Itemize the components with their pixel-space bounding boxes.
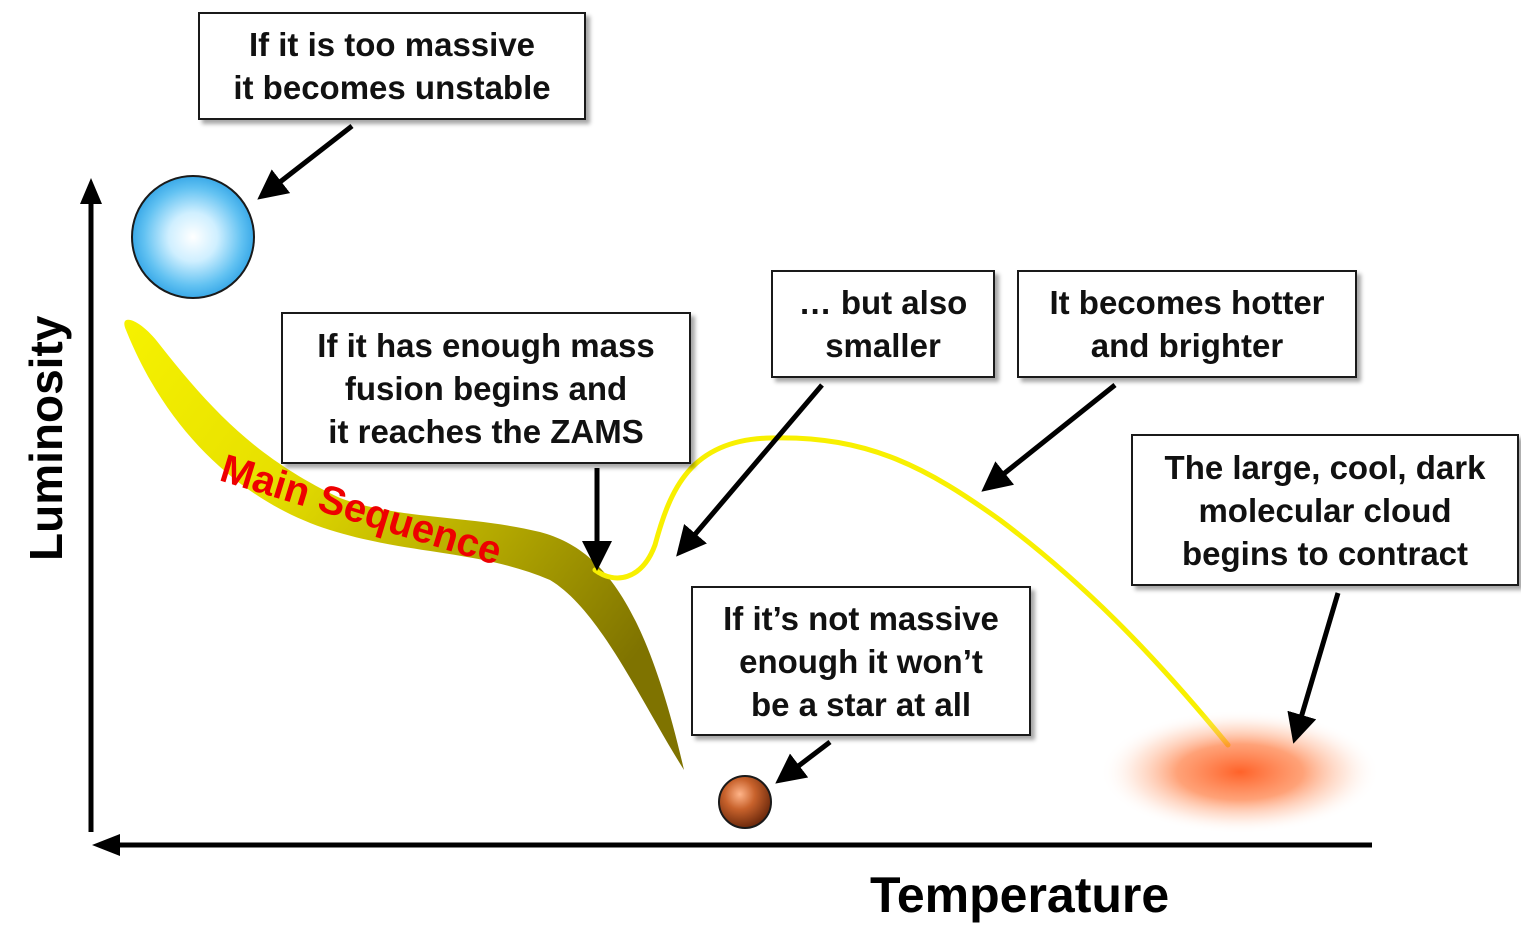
blue-star-icon: [131, 175, 255, 299]
molecular-cloud-icon: [1100, 710, 1380, 834]
callout-enough-mass: If it has enough mass fusion begins and …: [281, 312, 691, 464]
callout-too-massive: If it is too massive it becomes unstable: [198, 12, 586, 120]
main-sequence-label: Main Sequence: [215, 447, 506, 574]
arrow-too-massive: [257, 124, 354, 200]
main-sequence-band: [124, 319, 684, 770]
arrow-not-massive: [775, 740, 832, 784]
arrow-also-smaller: [676, 383, 824, 557]
arrow-hotter-brighter: [981, 383, 1117, 492]
brown-dwarf-icon: [718, 775, 772, 829]
x-axis-arrowhead-icon: [92, 834, 120, 856]
y-axis-label: Luminosity: [20, 315, 72, 561]
callout-not-massive: If it’s not massive enough it won’t be a…: [691, 586, 1031, 736]
callout-hotter-brighter: It becomes hotter and brighter: [1017, 270, 1357, 378]
callout-also-smaller: … but also smaller: [771, 270, 995, 378]
x-axis-label: Temperature: [870, 867, 1170, 923]
callout-molecular-cloud: The large, cool, dark molecular cloud be…: [1131, 434, 1519, 586]
arrow-molecular-cloud: [1287, 592, 1341, 744]
y-axis-arrowhead-icon: [80, 178, 102, 204]
evolutionary-track: [592, 435, 1231, 748]
